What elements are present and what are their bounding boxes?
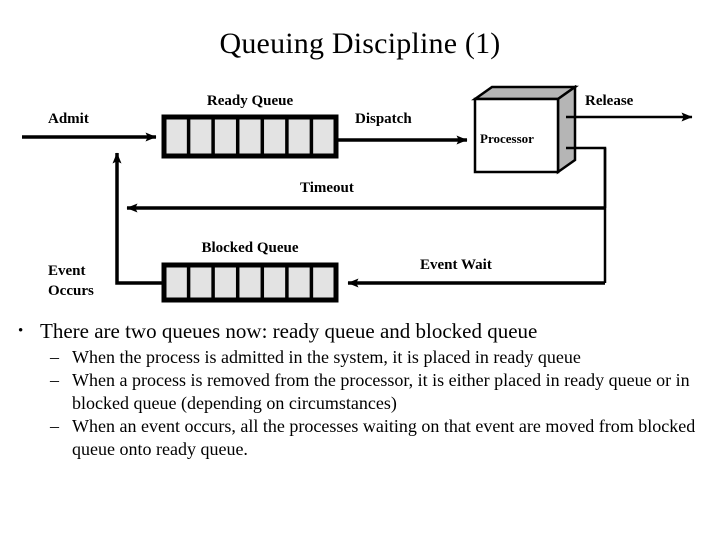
processor-right-face — [556, 85, 577, 175]
ready-queue-outline — [161, 114, 339, 159]
event-occurs-line-2: Occurs — [48, 283, 94, 299]
event-occurs-label: Event Occurs — [48, 261, 94, 301]
bullet-marker: – — [50, 416, 59, 436]
page-title: Queuing Discipline (1) — [219, 27, 501, 60]
processor-label: Processor — [480, 131, 534, 146]
blocked-queue-box — [161, 262, 339, 303]
ready-queue-label: Ready Queue — [206, 93, 294, 109]
admit-label: Admit — [48, 111, 89, 127]
blocked-queue-label: Blocked Queue — [201, 240, 299, 256]
processor-box — [471, 85, 579, 175]
event-occurs-line-1: Event — [48, 263, 86, 279]
list-item: – When an event occurs, all the processe… — [0, 415, 720, 461]
list-item-text: When an event occurs, all the processes … — [72, 416, 696, 459]
list-item: – When a process is removed from the pro… — [0, 369, 720, 415]
release-label: Release — [585, 93, 634, 109]
bullet-list: • There are two queues now: ready queue … — [0, 318, 720, 461]
list-item-text: When the process is admitted in the syst… — [72, 347, 581, 367]
timeout-label: Timeout — [300, 180, 354, 196]
processor-front-face — [473, 97, 560, 174]
list-item: – When the process is admitted in the sy… — [0, 346, 720, 369]
bullet-marker: • — [18, 323, 24, 339]
event-occurs-arrow — [112, 152, 164, 285]
bullet-marker: – — [50, 370, 59, 390]
bullet-marker: – — [50, 347, 59, 367]
list-item-text: There are two queues now: ready queue an… — [40, 319, 538, 343]
event-wait-label: Event Wait — [420, 257, 492, 273]
list-item: • There are two queues now: ready queue … — [0, 318, 720, 344]
dispatch-label: Dispatch — [355, 111, 412, 127]
ready-queue-box — [161, 114, 339, 159]
diagram-canvas — [22, 85, 693, 303]
queuing-discipline-diagram: Ready Queue Admit Dispatch Release Proce… — [0, 85, 720, 315]
list-item-text: When a process is removed from the proce… — [72, 370, 690, 413]
